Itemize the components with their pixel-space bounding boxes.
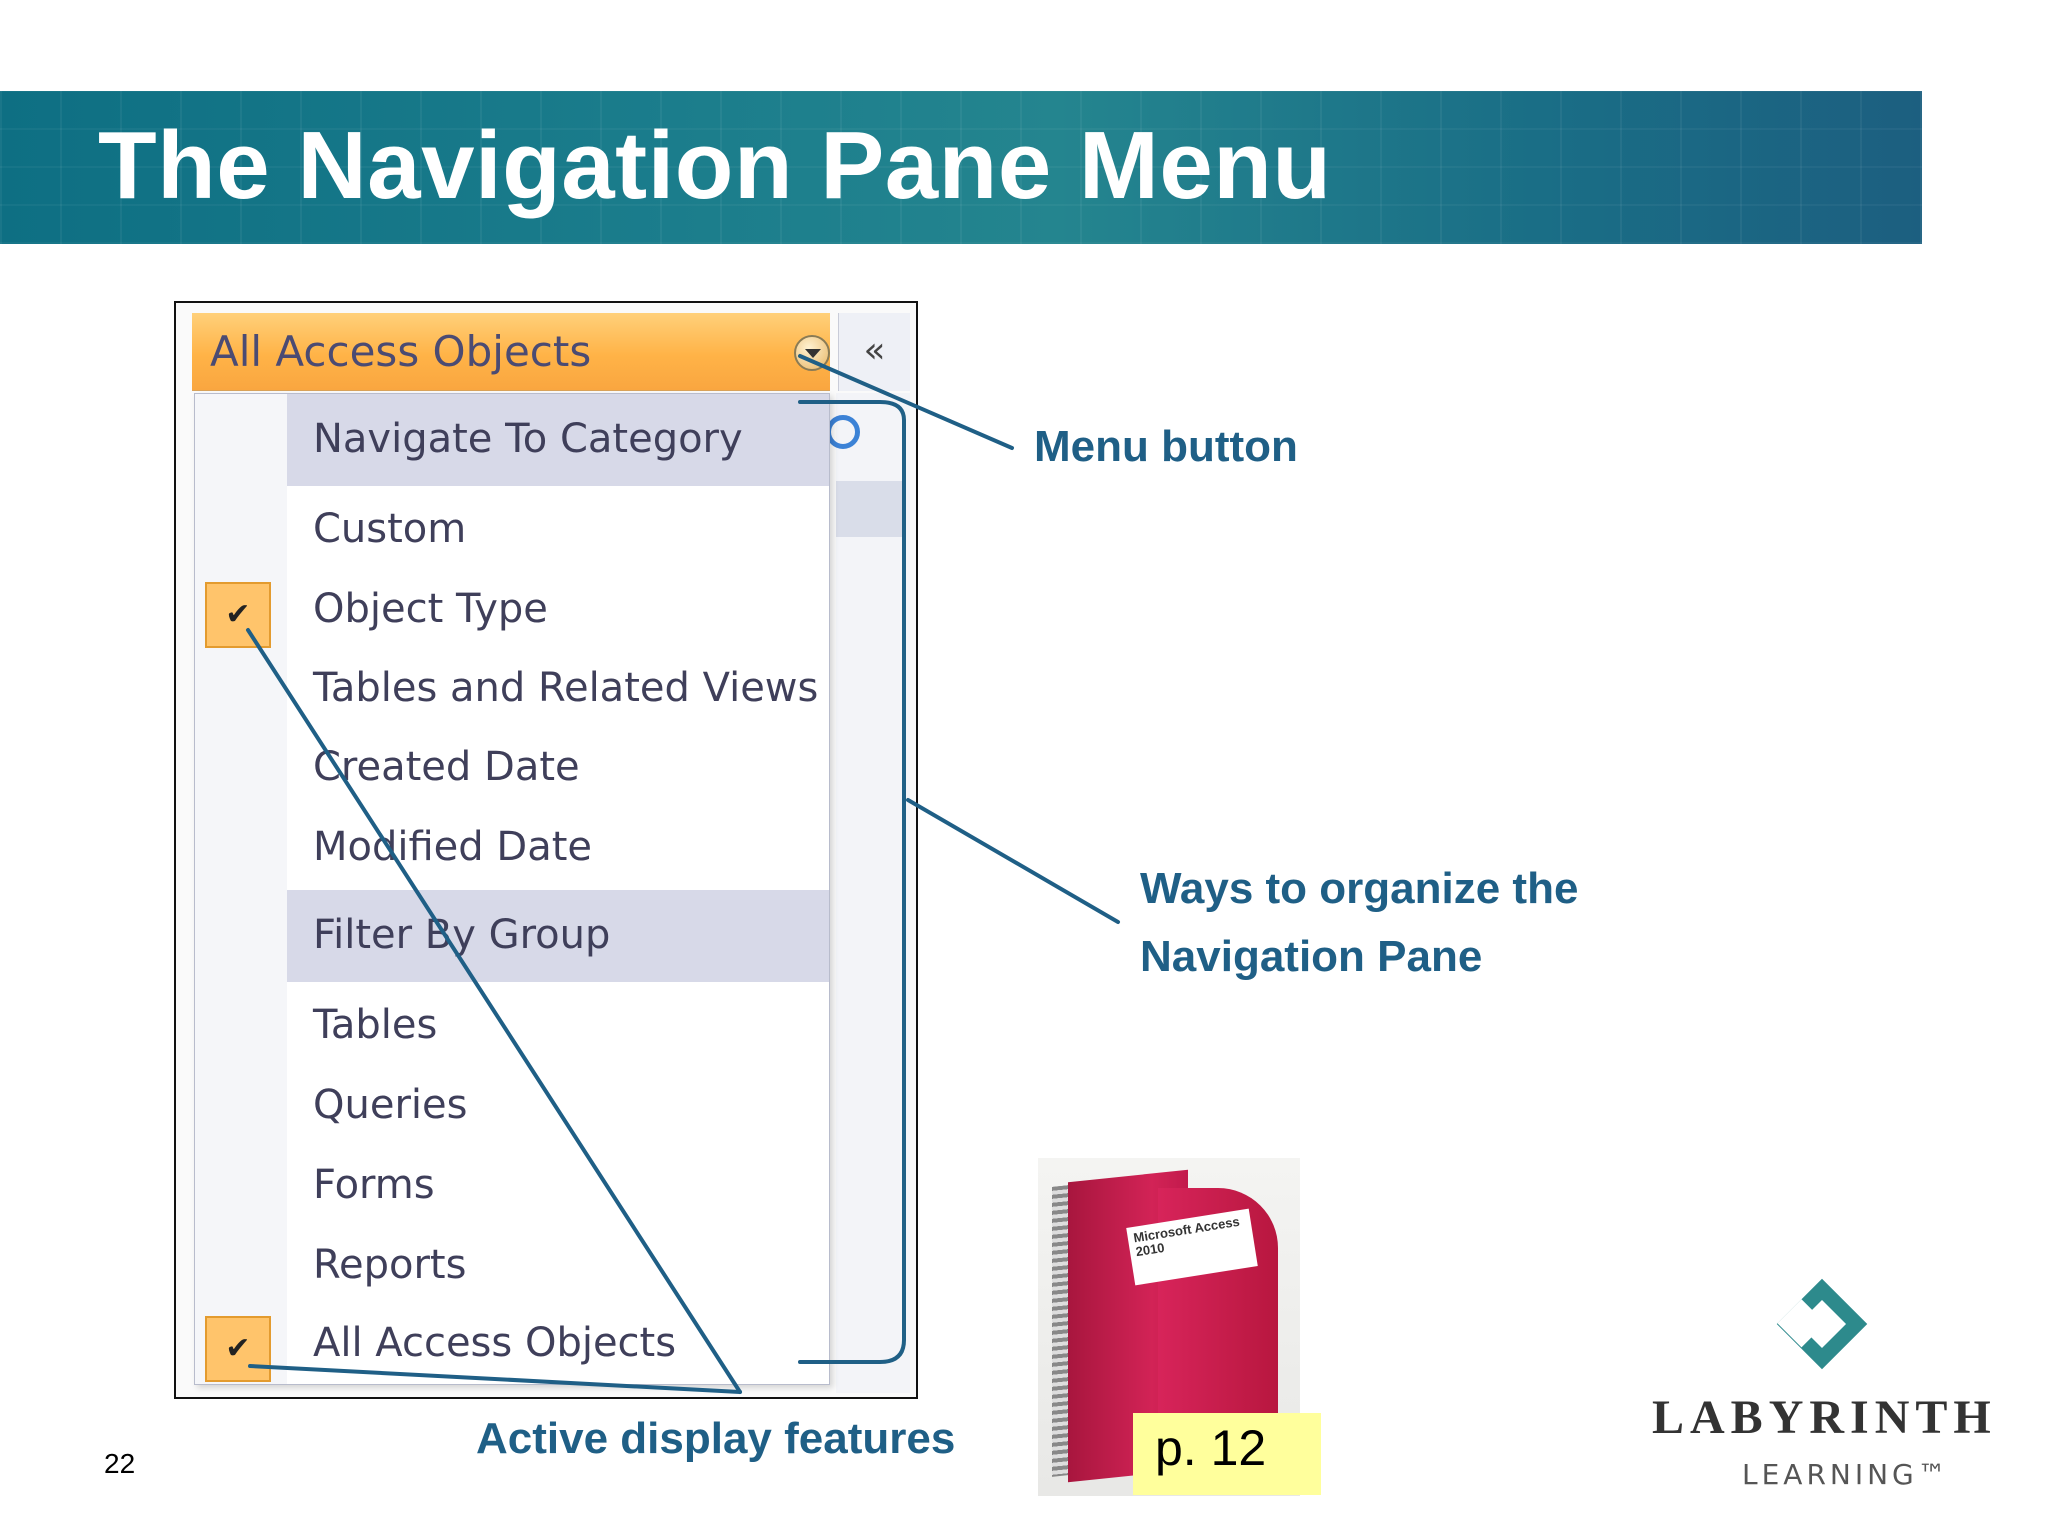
checkmark-icon: ✔ [205,1316,271,1382]
menu-item-modified-date[interactable]: Modified Date [195,812,829,890]
menu-item-label: Custom [313,506,467,552]
menu-gutter [195,394,287,1384]
menu-item-label: Queries [313,1082,468,1128]
annotation-menu-button: Menu button [1034,422,1298,471]
navigation-menu-dropdown: Navigate To Category Custom ✔ Object Typ… [194,393,830,1385]
menu-item-label: Reports [313,1242,467,1288]
menu-item-all-access-objects[interactable]: ✔ All Access Objects [195,1308,829,1386]
callout-line-menu-button [798,354,1014,450]
menu-item-label: Modified Date [313,824,593,870]
menu-item-tables-related-views[interactable]: Tables and Related Views [195,653,829,731]
menu-item-label: Tables [313,1002,438,1048]
callout-line-ways [906,798,1120,924]
menu-item-object-type[interactable]: ✔ Object Type [195,574,829,652]
menu-item-custom[interactable]: Custom [195,494,829,572]
annotation-ways-line2: Navigation Pane [1140,932,1483,981]
menu-section-filter: Filter By Group [195,890,829,982]
menu-section-navigate-label: Navigate To Category [313,416,743,462]
double-chevron-left-icon[interactable]: « [838,313,910,391]
navigation-pane-header-label: All Access Objects [210,327,592,376]
pane-group-fragment [836,481,906,537]
annotation-active-features: Active display features [476,1414,956,1463]
menu-item-queries[interactable]: Queries [195,1070,829,1148]
menu-item-label: Created Date [313,744,580,790]
menu-item-label: All Access Objects [313,1320,677,1366]
menu-item-label: Forms [313,1162,435,1208]
spiral-binding [1052,1185,1068,1477]
logo-subtitle: LEARNING™ [1742,1458,1950,1491]
menu-item-forms[interactable]: Forms [195,1150,829,1228]
page-reference: p. 12 [1133,1413,1321,1495]
slide-page-number: 22 [104,1448,136,1479]
callout-line-active-object-type [246,628,742,1394]
menu-section-navigate: Navigate To Category [195,394,829,486]
menu-item-label: Object Type [313,586,548,632]
checkmark-icon: ✔ [205,582,271,648]
menu-item-created-date[interactable]: Created Date [195,732,829,810]
annotation-ways-line1: Ways to organize the [1140,864,1579,913]
menu-item-tables[interactable]: Tables [195,990,829,1068]
callout-line-active-all-objects [248,1364,742,1394]
slide-title: The Navigation Pane Menu [98,112,1332,219]
menu-item-reports[interactable]: Reports [195,1230,829,1308]
navigation-pane-header[interactable]: All Access Objects [192,313,830,391]
menu-item-label: Tables and Related Views [313,665,819,711]
navigation-pane-screenshot: All Access Objects « Navigate To Categor… [174,301,918,1399]
logo-wordmark: LABYRINTH [1652,1391,1997,1444]
title-band: The Navigation Pane Menu [0,91,1922,244]
menu-section-filter-label: Filter By Group [313,912,611,958]
callout-bracket [798,400,906,1364]
